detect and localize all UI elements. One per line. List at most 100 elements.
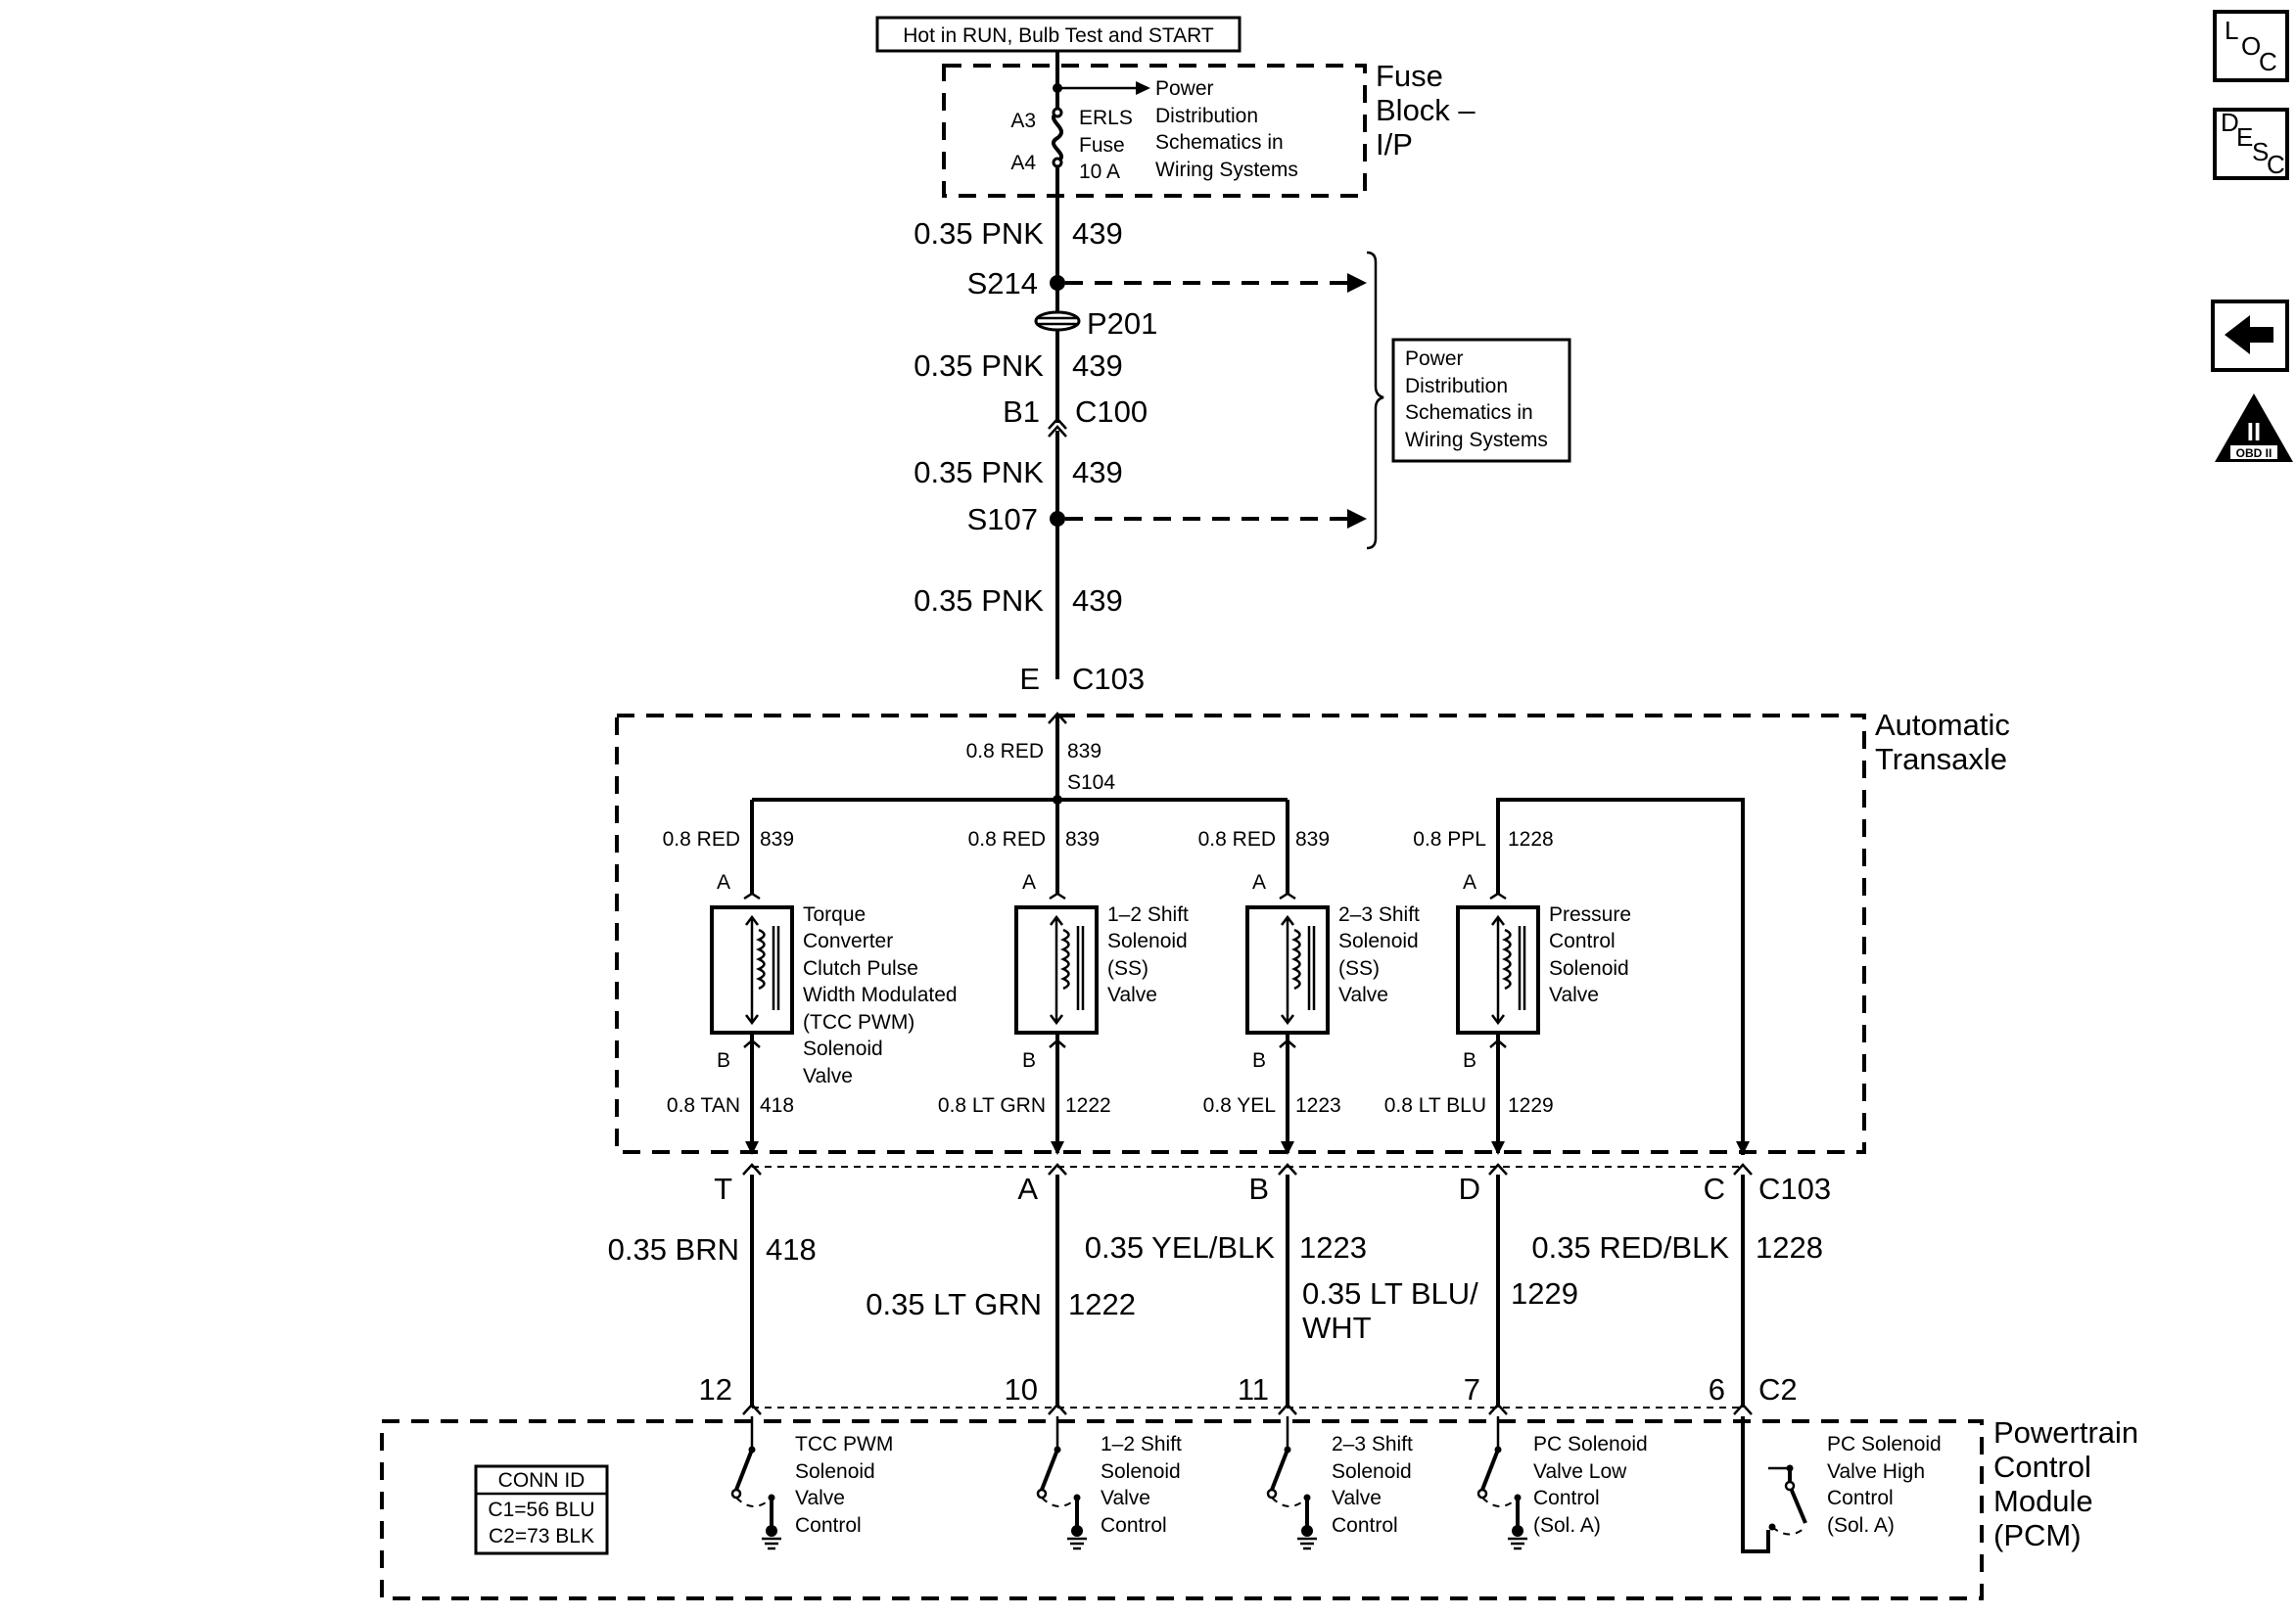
obd-triangle-icon	[2215, 393, 2293, 462]
ground-icon	[1301, 1525, 1313, 1537]
fuse-terminal-bottom: A4	[1010, 152, 1036, 174]
splice-label: S214	[967, 266, 1038, 300]
location-button[interactable]: L O C	[2213, 10, 2289, 82]
connector-pin: C	[1704, 1172, 1725, 1206]
description-button[interactable]: D E S C	[2213, 108, 2289, 180]
solenoid-name-line: Valve	[1338, 984, 1388, 1006]
solenoid-name-line: Solenoid	[1549, 957, 1629, 980]
reference-line: Schematics in	[1405, 401, 1533, 424]
pcm-title: Powertrain	[1993, 1415, 2138, 1450]
ground-icon	[1071, 1525, 1083, 1537]
terminal-icon	[1049, 1039, 1066, 1048]
obd-ii-button[interactable]: II OBD II	[2215, 393, 2293, 462]
driver-label-line: Control	[1101, 1514, 1167, 1537]
wire-gauge-color: 0.35 PNK	[914, 455, 1044, 489]
connector-name: C103	[1758, 1172, 1831, 1206]
driver-label-line: Valve	[795, 1487, 845, 1509]
wire-gauge-color: 0.35 RED/BLK	[1531, 1230, 1729, 1265]
splice-label: S107	[967, 502, 1038, 536]
connector-chevron-icon	[1048, 417, 1067, 430]
switch-icon	[1480, 1449, 1500, 1491]
solenoid-name-line: (SS)	[1107, 957, 1148, 980]
connector-name: C100	[1075, 394, 1148, 429]
wire-circuit: 1229	[1508, 1094, 1554, 1117]
wire-gauge-color: 0.8 RED	[663, 828, 740, 851]
transaxle-title: Automatic	[1875, 708, 2010, 742]
fuse-label-line: Fuse	[1079, 134, 1125, 157]
driver-switch-4: PC Solenoid Valve Low Control (Sol. A)	[1476, 1416, 1648, 1550]
wire-circuit: 1222	[1068, 1287, 1136, 1321]
arrow-left-icon	[2225, 315, 2273, 354]
pass-through-label: P201	[1087, 306, 1157, 341]
arrow-right-icon	[1347, 273, 1367, 293]
wire-gauge-color: WHT	[1302, 1311, 1372, 1345]
driver-switch-5: PC Solenoid Valve High Control (Sol. A)	[1741, 1416, 1942, 1553]
connector-name: C2	[1758, 1372, 1798, 1407]
powertrain-control-module: Powertrain Control Module (PCM) CONN ID …	[380, 1415, 2138, 1600]
pcm-outline	[380, 1419, 1984, 1600]
fuse-block-title: Block –	[1376, 93, 1476, 127]
pin-label: B	[1252, 1049, 1266, 1072]
wire-gauge-color: 0.35 BRN	[608, 1232, 739, 1267]
back-button[interactable]	[2211, 300, 2289, 372]
bracket-icon	[1366, 251, 1384, 550]
solenoid-2: 0.8 RED 839 A B 0.8 LT GRN 1222 1–2 Shif…	[938, 800, 1189, 1153]
connector-pin: E	[1019, 662, 1040, 696]
pcm-pin: 10	[1005, 1372, 1038, 1407]
automatic-transaxle: Automatic Transaxle 0.8 RED 839 S104 0.8…	[615, 708, 2010, 1155]
solenoid-name-line: Clutch Pulse	[803, 957, 918, 980]
switch-icon	[1040, 1449, 1059, 1491]
terminal-icon	[1279, 1039, 1296, 1048]
driver-label-line: Valve Low	[1533, 1460, 1627, 1483]
reference-box[interactable]	[1391, 338, 1571, 463]
connector-pin: B	[1248, 1172, 1269, 1206]
driver-label-line: Control	[795, 1514, 862, 1537]
switch-icon	[1270, 1449, 1289, 1491]
pin-label: A	[1463, 871, 1476, 894]
driver-switch-3: 2–3 Shift Solenoid Valve Control	[1266, 1416, 1413, 1550]
wire-circuit: 439	[1072, 583, 1123, 618]
wire-gauge-color: 0.8 PPL	[1413, 828, 1486, 851]
wire-gauge-color: 0.8 RED	[1198, 828, 1276, 851]
wire-circuit: 1223	[1295, 1094, 1341, 1117]
solenoid-name-line: Valve	[1549, 984, 1599, 1006]
driver-label-line: Solenoid	[1101, 1460, 1181, 1483]
pcm-pin: 11	[1238, 1372, 1269, 1407]
splice-s107-dot	[1050, 511, 1065, 527]
pcm-title: Control	[1993, 1450, 2091, 1484]
wire-gauge-color: 0.8 LT BLU	[1384, 1094, 1486, 1117]
loc-letter: L	[2225, 16, 2238, 45]
terminal-icon	[743, 892, 761, 901]
solenoid-name-line: Width Modulated	[803, 984, 958, 1006]
loc-letter: C	[2259, 47, 2277, 76]
arrow-right-icon	[1347, 509, 1367, 529]
solenoid-1: 0.8 RED 839 A B 0.8 TAN 418 Torque Conve…	[663, 800, 958, 1153]
pcm-title: Module	[1993, 1484, 2093, 1518]
solenoid-name-line: Torque	[803, 903, 866, 926]
splice-s214-dot	[1050, 275, 1065, 291]
reference-line: Power	[1405, 347, 1464, 370]
transaxle-title: Transaxle	[1875, 742, 2007, 776]
fuse-block: A3 A4 ERLS Fuse 10 A Power Distribution …	[942, 59, 1476, 198]
wire-circuit: 439	[1072, 455, 1123, 489]
wire-circuit: 418	[766, 1232, 817, 1267]
driver-label-line: Control	[1533, 1487, 1600, 1509]
solenoid-name-line: Solenoid	[1338, 930, 1419, 952]
pin-label: B	[1022, 1049, 1036, 1072]
connector-c103: T A B D C C103	[714, 1163, 1831, 1206]
fuse-block-title: I/P	[1376, 127, 1413, 162]
solenoid-name-line: Converter	[803, 930, 893, 952]
solenoid-name-line: (SS)	[1338, 957, 1380, 980]
conn-id-row: C1=56 BLU	[488, 1499, 594, 1521]
transaxle-outline	[615, 714, 1866, 1154]
fuse-label-line: 10 A	[1079, 161, 1120, 183]
pcm-title: (PCM)	[1993, 1518, 2082, 1552]
driver-label-line: Valve	[1332, 1487, 1382, 1509]
switch-icon	[734, 1449, 754, 1491]
lower-wires: 0.35 BRN 418 0.35 LT GRN 1222 0.35 YEL/B…	[608, 1175, 1823, 1408]
fuse-label-line: ERLS	[1079, 107, 1133, 129]
connector-pin: D	[1459, 1172, 1480, 1206]
wire-circuit: 1228	[1756, 1230, 1823, 1265]
pin-label: A	[717, 871, 730, 894]
